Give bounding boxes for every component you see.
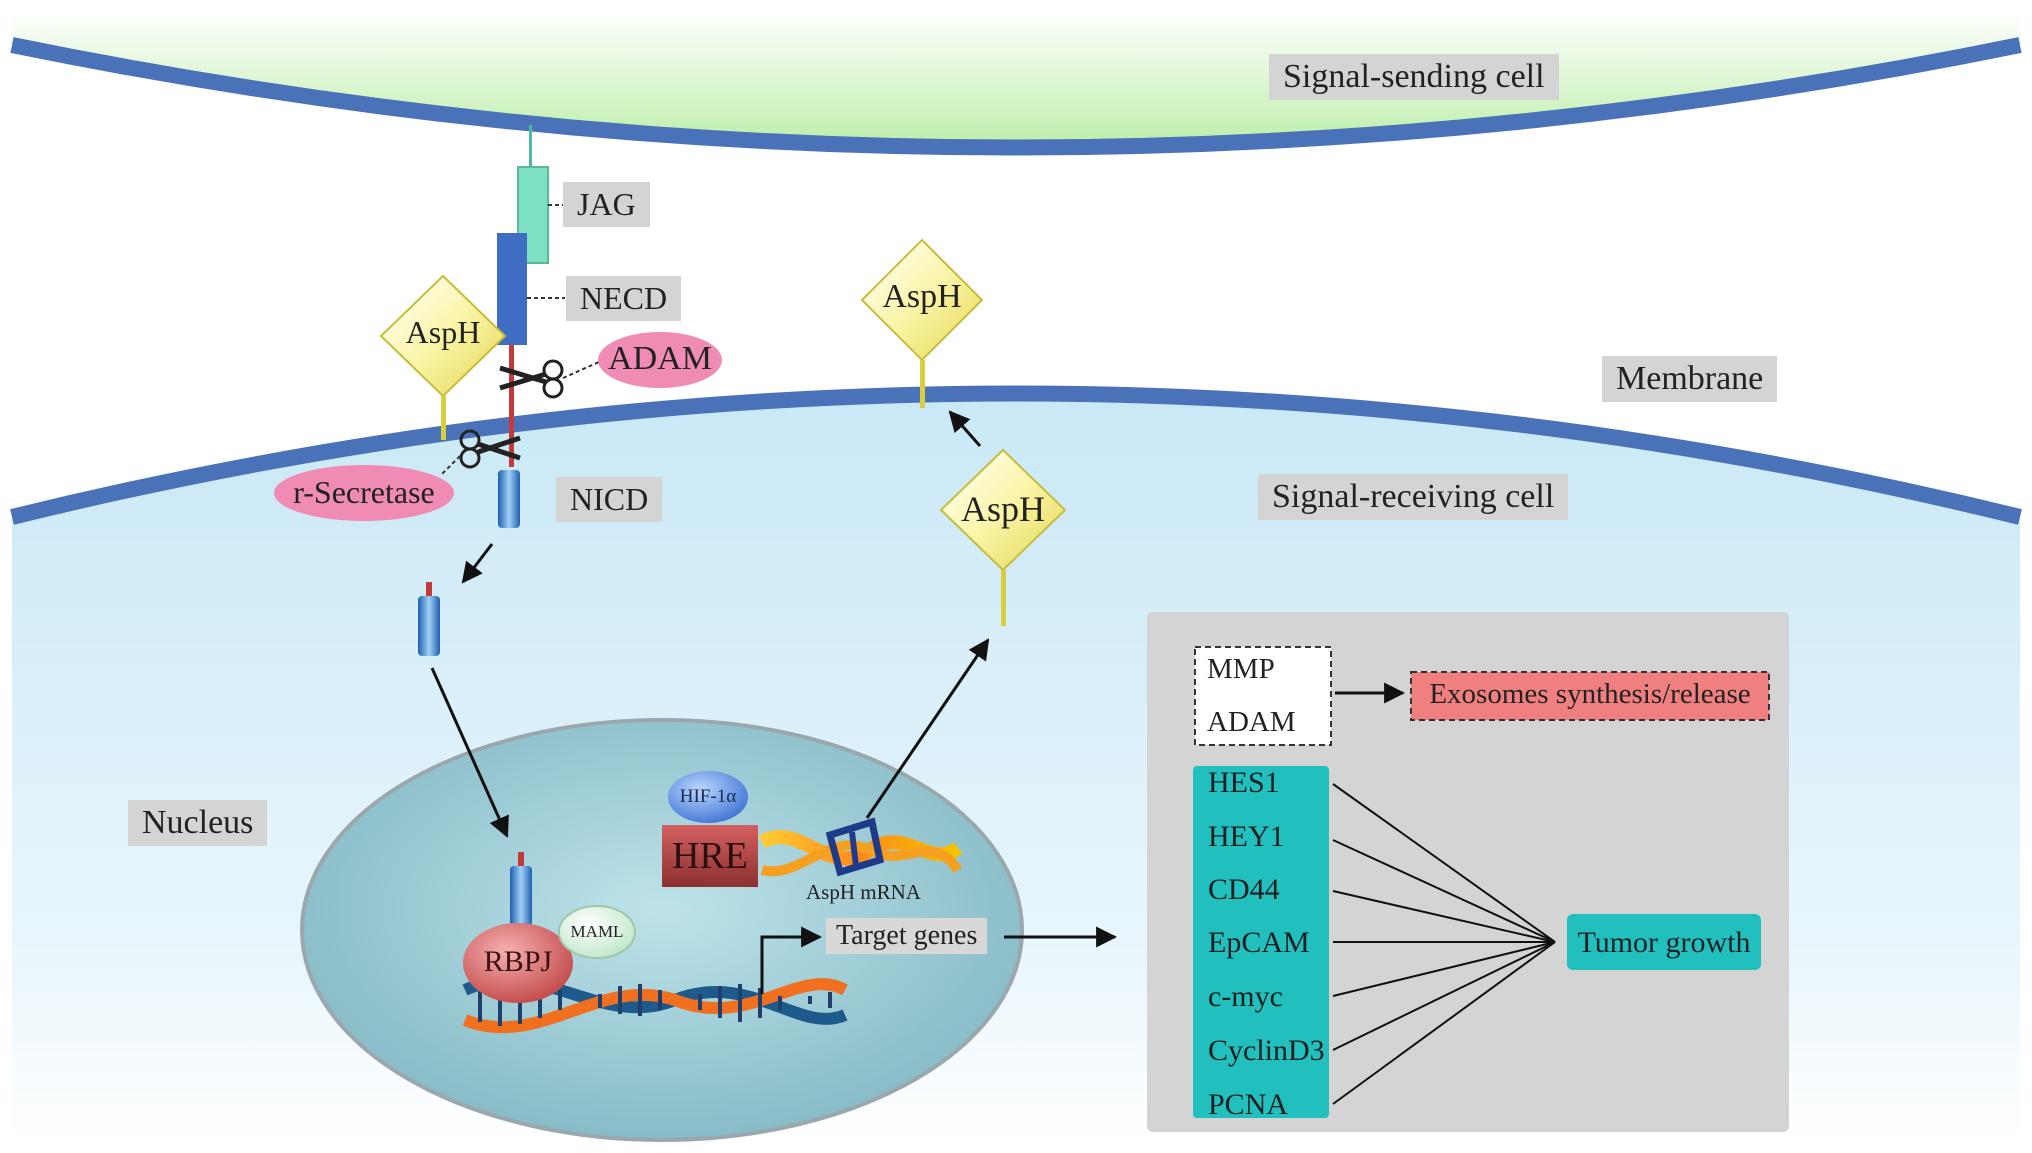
receiving-cell-membrane xyxy=(10,385,2022,525)
flow-arrows xyxy=(430,410,1406,948)
protease-box xyxy=(1194,646,1332,746)
gene-hey1: HEY1 xyxy=(1208,820,1285,853)
necd-receptor xyxy=(497,233,565,467)
jag-label: JAG xyxy=(563,182,650,227)
exosomes-label: Exosomes synthesis/release xyxy=(1429,678,1751,710)
nicd-fragment xyxy=(498,470,520,528)
gene-cd44: CD44 xyxy=(1208,873,1280,906)
adam-ellipse xyxy=(598,332,722,388)
sending-cell-membrane xyxy=(10,37,2022,156)
maml-label: MAML xyxy=(570,922,624,941)
gene-connectors xyxy=(1332,783,1556,1105)
asph-left-label: AspH xyxy=(405,314,481,350)
signal-sending-cell-region xyxy=(12,12,2020,148)
promoter-arrow xyxy=(760,926,823,994)
asph-top-label: AspH xyxy=(882,278,962,315)
scissors-adam-icon xyxy=(499,359,600,399)
asph-top-marker xyxy=(860,238,984,408)
tumor-growth-box xyxy=(1567,914,1761,970)
membrane-label: Membrane xyxy=(1602,356,1778,402)
hre-label: HRE xyxy=(672,835,748,877)
exosomes-box xyxy=(1410,671,1770,721)
signal-sending-cell-label: Signal-sending cell xyxy=(1269,54,1559,100)
hre-element xyxy=(662,825,758,887)
protease-adam: ADAM xyxy=(1207,706,1296,738)
secretase-ellipse xyxy=(274,465,454,521)
protease-mmp: MMP xyxy=(1207,653,1275,685)
scissors-secretase-icon xyxy=(441,429,521,475)
gene-cyclind3: CyclinD3 xyxy=(1208,1034,1325,1067)
gene-epcam: EpCAM xyxy=(1208,926,1310,959)
nicd-label: NICD xyxy=(556,477,663,522)
nucleus-label: Nucleus xyxy=(128,800,268,846)
nicd-on-rbpj xyxy=(510,852,532,926)
free-nicd xyxy=(418,582,440,656)
hif-label: HIF-1α xyxy=(679,786,737,807)
tumor-growth-label: Tumor growth xyxy=(1577,926,1751,959)
asph-mrna-helix xyxy=(758,817,963,877)
nucleus xyxy=(300,718,1024,1142)
signal-receiving-cell-label: Signal-receiving cell xyxy=(1258,474,1569,520)
gene-pcna: PCNA xyxy=(1208,1088,1289,1121)
asph-left-marker xyxy=(379,274,507,440)
secretase-label: r-Secretase xyxy=(293,474,435,510)
asph-mid-marker xyxy=(939,448,1067,626)
gene-c-myc: c-myc xyxy=(1208,980,1283,1013)
necd-label: NECD xyxy=(566,276,682,321)
rbpj-label: RBPJ xyxy=(483,945,553,978)
gene-hes1: HES1 xyxy=(1208,766,1280,799)
rbpj-complex xyxy=(463,923,573,1003)
asph-mid-label: AspH xyxy=(960,489,1045,529)
target-genes-label: Target genes xyxy=(826,918,988,954)
genes-column xyxy=(1193,766,1329,1118)
adam-enzyme-label: ADAM xyxy=(608,340,712,377)
asph-mrna-label: AspH mRNA xyxy=(806,880,921,904)
hif-1a-factor xyxy=(668,771,748,823)
maml-cofactor xyxy=(558,905,636,959)
